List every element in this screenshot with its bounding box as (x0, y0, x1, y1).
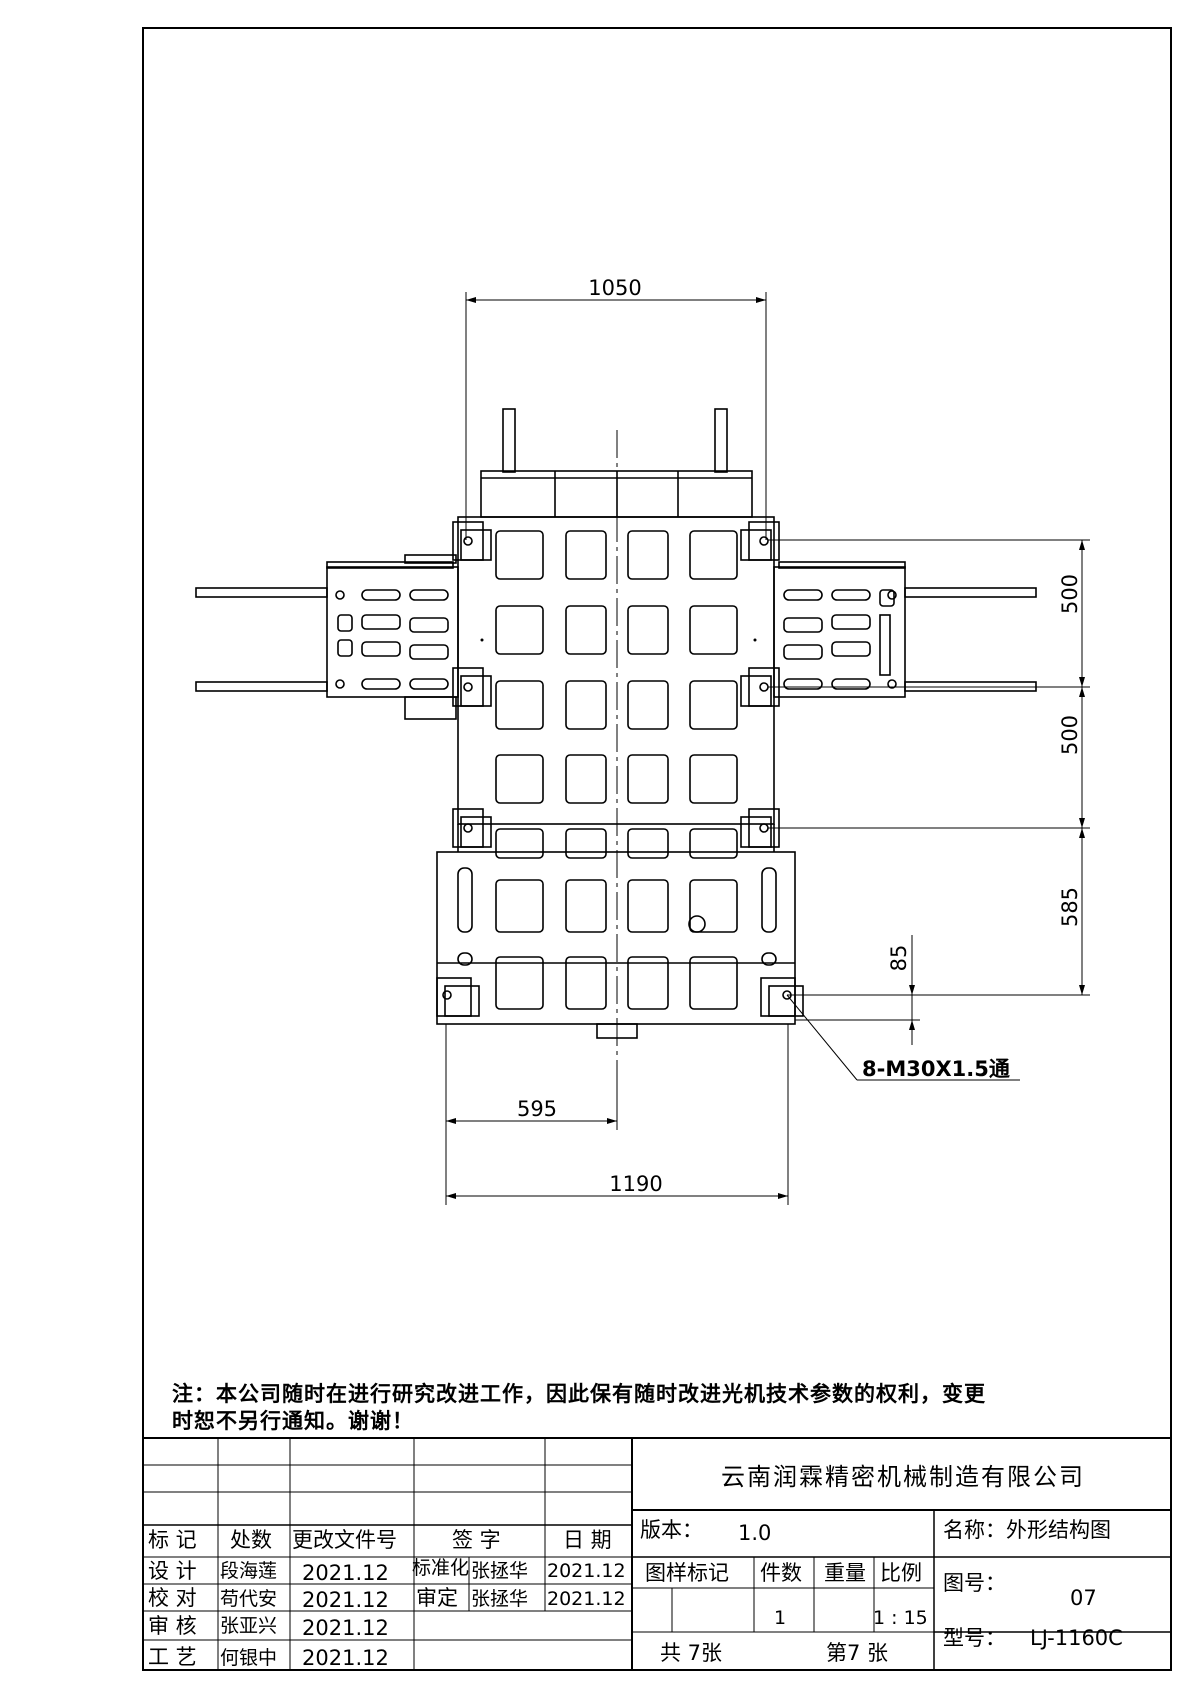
header-weight: 重量 (824, 1561, 866, 1585)
dim-width-top: 1050 (588, 276, 641, 300)
note-line-2: 时恕不另行通知。谢谢！ (172, 1409, 414, 1433)
title-block (143, 1437, 1171, 1670)
version-value: 1.0 (738, 1521, 771, 1545)
approval-person: 张拯华 (471, 1588, 528, 1610)
drawing-name: 名称：外形结构图 (943, 1518, 1111, 1542)
dim-pitch-2: 500 (1058, 715, 1082, 755)
drawing-no-label: 图号： (943, 1571, 1006, 1595)
note-line-1: 注：本公司随时在进行研究改进工作，因此保有随时改进光机技术参数的权利，变更 (172, 1382, 986, 1406)
approval-role: 审定 (416, 1586, 458, 1610)
row-date: 2021.12 (302, 1588, 389, 1612)
row-role: 工 艺 (148, 1645, 197, 1669)
dim-offset-85: 85 (887, 945, 911, 972)
dim-width-bottom: 1190 (609, 1172, 662, 1196)
model-value: LJ-1160C (1030, 1626, 1123, 1650)
right-wing (773, 566, 906, 698)
row-role: 设 计 (148, 1559, 197, 1583)
dim-pitch-3: 585 (1058, 887, 1082, 927)
row-person: 张亚兴 (220, 1615, 277, 1637)
drawing-frame (142, 27, 1172, 1671)
dim-half-width: 595 (517, 1097, 557, 1121)
row-role: 审 核 (148, 1614, 197, 1638)
header-date: 日 期 (563, 1528, 612, 1552)
left-wing (326, 566, 459, 698)
row-person: 段海莲 (220, 1560, 277, 1582)
hole-callout: 8-M30X1.5通 (862, 1057, 1010, 1081)
row-date: 2021.12 (302, 1646, 389, 1670)
header-scale: 比例 (880, 1561, 922, 1585)
sheet-current: 第7 张 (826, 1641, 888, 1665)
approval-date: 2021.12 (547, 1588, 626, 1610)
machine-top-view (195, 408, 1037, 1039)
row-date: 2021.12 (302, 1616, 389, 1640)
header-signature: 签 字 (452, 1528, 501, 1552)
version-label: 版本： (640, 1518, 703, 1542)
row-person: 何银中 (220, 1647, 277, 1669)
header-change-doc: 更改文件号 (292, 1528, 397, 1552)
drawing-no-value: 07 (1070, 1586, 1097, 1610)
dimension-lines (445, 292, 1090, 1205)
dim-pitch-1: 500 (1058, 574, 1082, 614)
company-name: 云南润霖精密机械制造有限公司 (721, 1463, 1085, 1491)
upper-table (457, 516, 775, 825)
approval-role: 标准化 (412, 1557, 469, 1579)
quantity-value: 1 (774, 1607, 786, 1629)
header-zones: 处数 (230, 1528, 272, 1552)
row-date: 2021.12 (302, 1561, 389, 1585)
row-person: 苟代安 (220, 1588, 277, 1610)
header-quantity: 件数 (760, 1561, 802, 1585)
header-mark: 标 记 (148, 1528, 197, 1552)
scale-value: 1 : 15 (873, 1607, 928, 1629)
model-label: 型号： (943, 1626, 1006, 1650)
sheets-total: 共 7张 (660, 1641, 722, 1665)
row-role: 校 对 (148, 1586, 197, 1610)
lower-base (436, 851, 796, 1025)
approval-date: 2021.12 (547, 1560, 626, 1582)
header-sample-mark: 图样标记 (645, 1561, 729, 1585)
approval-person: 张拯华 (471, 1560, 528, 1582)
